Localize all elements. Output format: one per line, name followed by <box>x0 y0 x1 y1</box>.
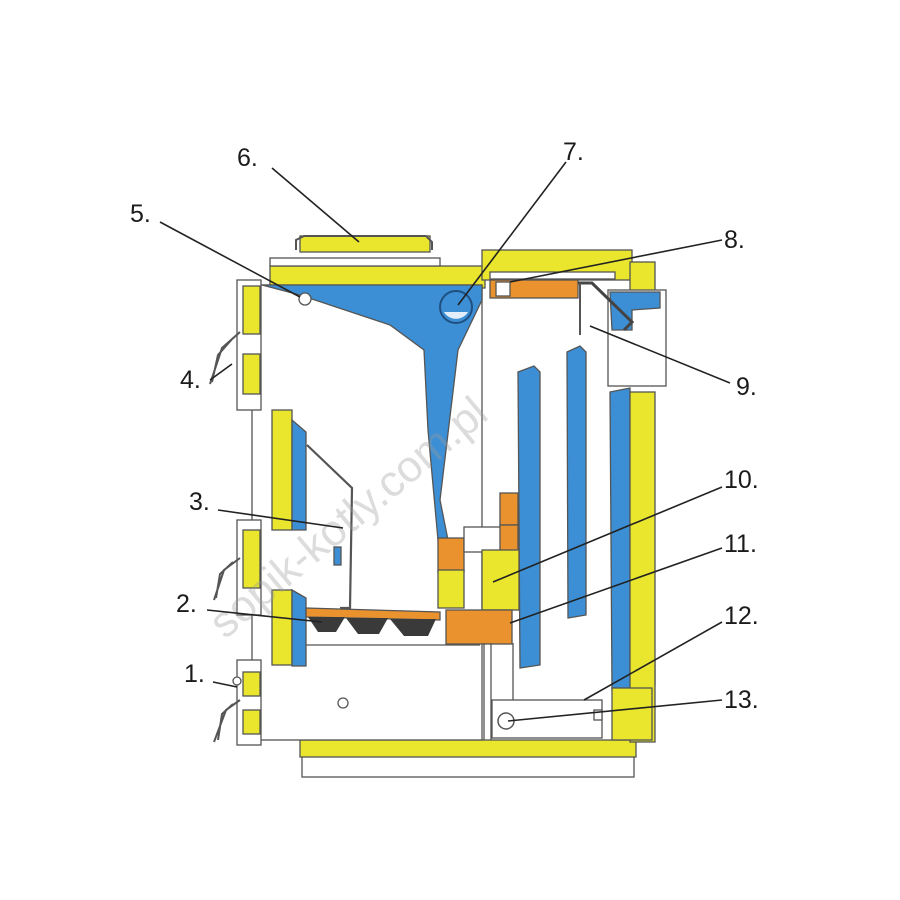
label-3: 3. <box>189 488 210 516</box>
front-water-jacket-lower <box>291 588 307 667</box>
upper-door-handle <box>209 331 241 385</box>
front-insulation-upper <box>271 409 293 531</box>
bottom-insulation <box>299 739 637 758</box>
water-outlet-highlight <box>444 312 468 319</box>
top-cover-frame <box>295 235 433 250</box>
label-13: 13. <box>724 686 759 714</box>
leader-line-6 <box>271 167 360 243</box>
callout-labels: 1. 2. 3. 4. 5. 6. 7. 8. 9. 10. 11. 12. 1… <box>130 138 759 714</box>
flue-damper-rail <box>489 271 616 280</box>
flue-flap <box>578 281 635 332</box>
leader-line-4 <box>209 363 233 381</box>
top-cover <box>299 235 431 253</box>
label-11: 11. <box>724 530 757 558</box>
loading-flap <box>306 444 354 610</box>
ceramic-block-5 <box>481 549 520 611</box>
label-5: 5. <box>130 200 151 228</box>
leader-line-7 <box>457 161 567 306</box>
leader-lines <box>159 161 731 722</box>
label-7: 7. <box>563 138 584 166</box>
leader-line-11 <box>509 547 723 624</box>
label-4: 4. <box>180 366 201 394</box>
upper-door-insulation-b <box>242 353 261 395</box>
ceramic-block-3 <box>499 492 519 526</box>
grate-element-3 <box>390 619 436 636</box>
ash-door-handle <box>213 699 241 743</box>
thermometer-port <box>298 292 312 306</box>
right-insulation <box>629 391 656 743</box>
flue-damper-plate <box>495 281 511 297</box>
middle-door-handle <box>213 557 241 601</box>
base-plinth <box>301 754 635 778</box>
leader-line-1 <box>212 681 238 688</box>
flue-water-jacket <box>609 291 661 331</box>
leader-line-9 <box>589 325 731 384</box>
leader-line-2 <box>206 609 323 623</box>
upper-door-insulation-a <box>242 285 261 335</box>
leader-line-10 <box>492 486 723 583</box>
ash-door-knob <box>232 676 242 686</box>
water-channel-2 <box>566 345 587 619</box>
top-cover-rail <box>269 257 441 267</box>
label-12: 12. <box>724 602 759 630</box>
nozzle-chamber <box>463 526 505 553</box>
water-channel-1 <box>517 365 541 669</box>
label-2: 2. <box>176 590 197 618</box>
leader-line-12 <box>583 621 723 701</box>
right-top-insulation <box>629 261 656 293</box>
leader-line-3 <box>217 509 344 529</box>
label-6: 6. <box>237 144 258 172</box>
ceramic-base-slab <box>445 609 513 645</box>
ash-door-insulation-b <box>242 709 261 735</box>
ash-pan-hole <box>337 697 349 709</box>
leader-line-8 <box>509 239 723 283</box>
ash-door-insulation-a <box>242 671 261 697</box>
grate-element-2 <box>346 618 388 634</box>
label-10: 10. <box>724 466 759 494</box>
right-insulation-bottom <box>611 687 653 741</box>
label-8: 8. <box>724 226 745 254</box>
label-1: 1. <box>184 660 205 688</box>
loading-flap-pin <box>333 546 342 566</box>
ceramic-block-1 <box>437 537 465 573</box>
leader-line-13 <box>507 699 723 722</box>
middle-door-insulation <box>242 529 261 589</box>
ceramic-block-2 <box>437 569 465 609</box>
front-water-jacket-upper <box>291 418 307 531</box>
leader-line-5 <box>159 221 301 298</box>
cleaning-box-stub <box>593 709 603 721</box>
flue-damper <box>489 279 579 299</box>
label-9: 9. <box>736 373 757 401</box>
